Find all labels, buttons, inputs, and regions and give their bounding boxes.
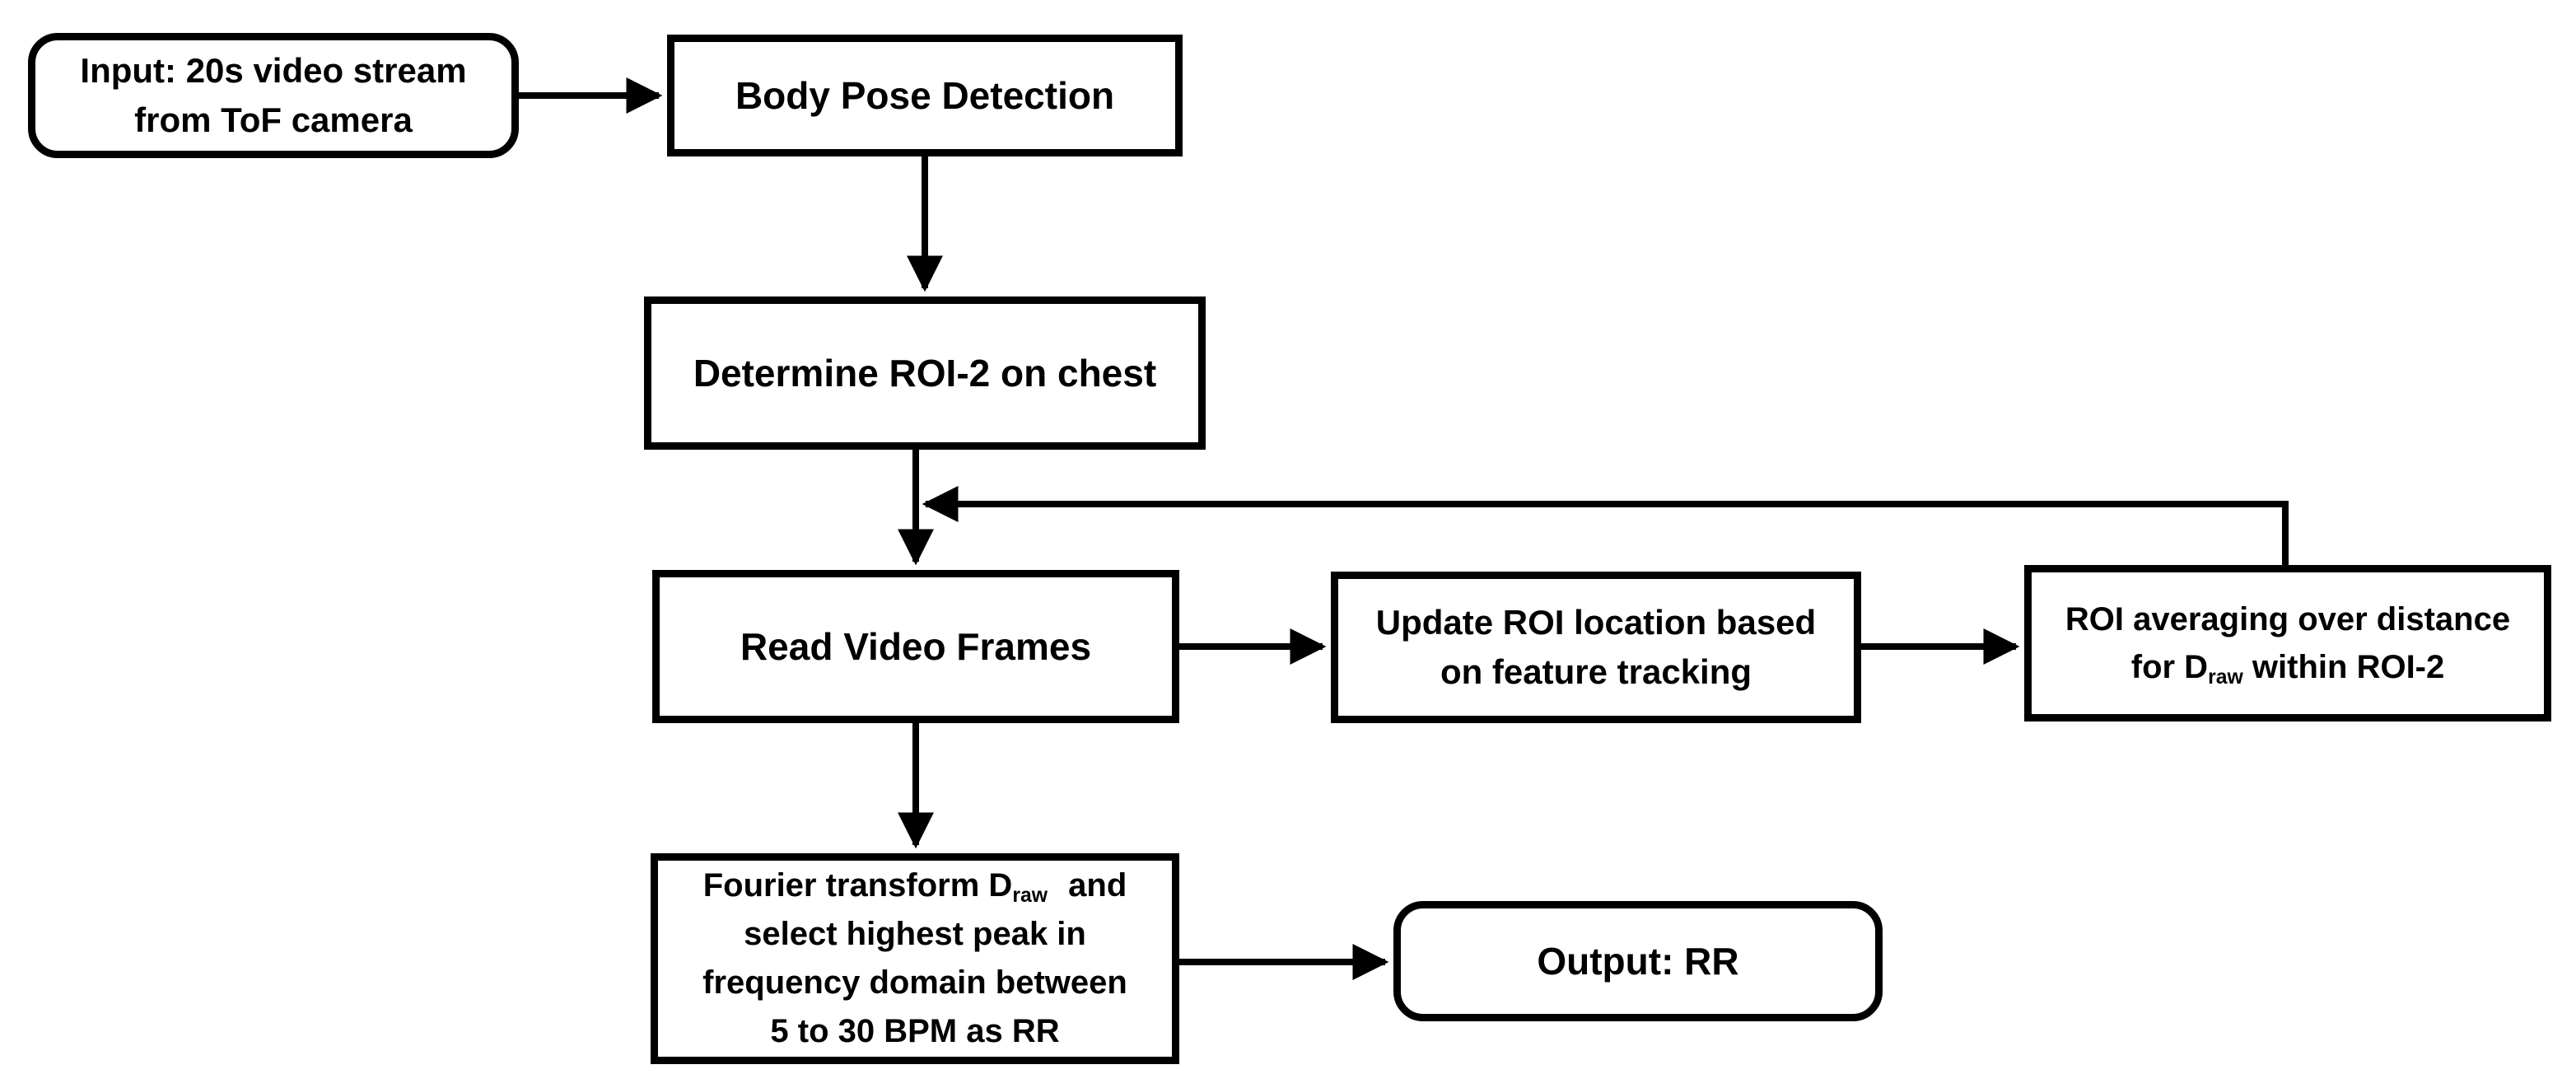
node-update-roi-label-line-2: on feature tracking	[1440, 652, 1752, 691]
node-read-video-frames: Read Video Frames	[652, 570, 1179, 723]
node-input-video-stream: Input: 20s video stream from ToF camera	[28, 33, 519, 158]
node-fourier-label-line-2: select highest peak in	[744, 916, 1086, 952]
fourier-line1-text: Fourier transform D	[702, 867, 1013, 904]
node-output-rr: Output: RR	[1393, 901, 1883, 1021]
node-input-label-line-1: Input: 20s video stream	[80, 51, 467, 90]
node-roi-averaging: ROI averaging over distance for Draw wit…	[2024, 565, 2551, 721]
roi-averaging-line2-text-end: within ROI-2	[2242, 649, 2445, 685]
node-fourier-label-line-3: frequency domain between	[702, 964, 1127, 1001]
node-fourier-label-line-1: Fourier transform Draw and	[703, 862, 1127, 910]
node-body-pose-label: Body Pose Detection	[735, 74, 1115, 117]
node-determine-roi2: Determine ROI-2 on chest	[644, 297, 1206, 450]
node-output-rr-label: Output: RR	[1537, 940, 1739, 983]
fourier-line1-text-end: and	[1059, 867, 1127, 904]
node-input-label-line-2: from ToF camera	[134, 100, 413, 139]
roi-averaging-line2-text: for D	[2130, 649, 2209, 685]
node-determine-roi2-label: Determine ROI-2 on chest	[693, 352, 1157, 395]
node-body-pose-detection: Body Pose Detection	[667, 35, 1183, 156]
node-update-roi-label-line-1: Update ROI location based	[1375, 603, 1817, 642]
node-roi-averaging-label-line-1: ROI averaging over distance	[2065, 601, 2511, 637]
d-raw-subscript: raw	[2208, 666, 2243, 689]
node-fourier-transform: Fourier transform Draw and select highes…	[651, 853, 1179, 1064]
node-update-roi-location: Update ROI location based on feature tra…	[1331, 572, 1861, 723]
node-roi-averaging-label-line-2: for Draw within ROI-2	[2131, 643, 2445, 691]
node-fourier-label-line-4: 5 to 30 BPM as RR	[770, 1013, 1060, 1049]
d-raw-subscript: raw	[1012, 885, 1048, 908]
arrow-feedback-roiavg-to-read	[922, 486, 2289, 565]
node-read-video-frames-label: Read Video Frames	[740, 625, 1092, 668]
